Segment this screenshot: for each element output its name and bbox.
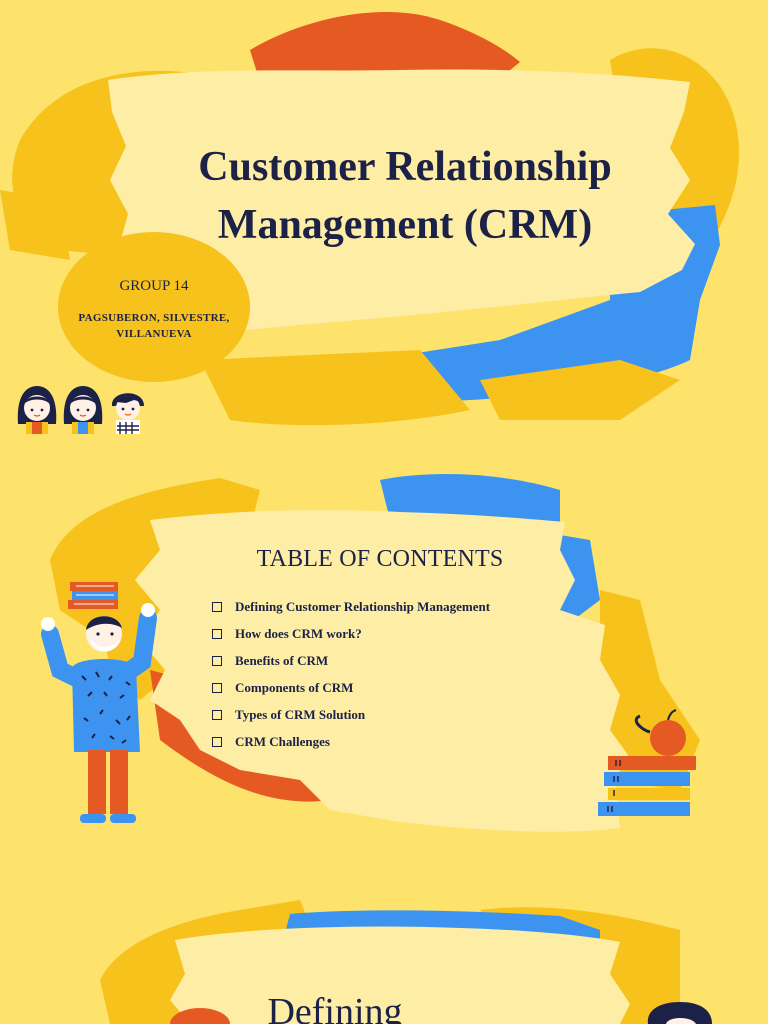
defining-heading: Defining bbox=[267, 991, 403, 1024]
boy-avatar-icon bbox=[111, 393, 144, 434]
toc-item-label: How does CRM work? bbox=[235, 625, 362, 641]
table-of-contents-slide: TABLE OF CONTENTS Defining Customer Rela… bbox=[0, 450, 768, 870]
toc-list: Defining Customer Relationship Managemen… bbox=[210, 593, 490, 755]
toc-item-label: Types of CRM Solution bbox=[235, 706, 366, 722]
boy-with-books-icon bbox=[41, 582, 157, 823]
group-members: PAGSUBERON, SILVESTRE, VILLANUEVA bbox=[64, 310, 244, 342]
toc-item[interactable]: Defining Customer Relationship Managemen… bbox=[210, 593, 490, 620]
toc-item-label: Benefits of CRM bbox=[235, 652, 329, 668]
girl-avatar-icon-2 bbox=[63, 386, 103, 434]
title-line-1: Customer Relationship bbox=[198, 144, 612, 190]
toc-item[interactable]: Components of CRM bbox=[210, 674, 490, 701]
checkbox-icon bbox=[212, 655, 222, 666]
brush-stroke-art bbox=[0, 11, 740, 426]
presentation-title: Customer Relationship Management (CRM) bbox=[130, 138, 680, 254]
checkbox-icon bbox=[212, 628, 222, 639]
checkbox-icon bbox=[212, 601, 222, 612]
girl-avatar-icon bbox=[17, 386, 57, 434]
members-line-1: PAGSUBERON, SILVESTRE, bbox=[78, 312, 230, 324]
members-line-2: VILLANUEVA bbox=[116, 328, 192, 340]
student-avatars-icon bbox=[17, 386, 144, 434]
checkbox-icon bbox=[212, 736, 222, 747]
toc-item[interactable]: CRM Challenges bbox=[210, 728, 490, 755]
toc-item[interactable]: Types of CRM Solution bbox=[210, 701, 490, 728]
toc-heading: TABLE OF CONTENTS bbox=[256, 546, 504, 572]
toc-item[interactable]: Benefits of CRM bbox=[210, 647, 490, 674]
toc-item-label: Defining Customer Relationship Managemen… bbox=[235, 598, 491, 614]
toc-item-label: CRM Challenges bbox=[235, 733, 330, 749]
checkbox-icon bbox=[212, 709, 222, 720]
checkbox-icon bbox=[212, 682, 222, 693]
books-and-apple-icon bbox=[598, 709, 696, 816]
defining-slide: Defining bbox=[0, 870, 768, 1024]
title-slide: Customer Relationship Management (CRM) G… bbox=[0, 0, 768, 450]
toc-item-label: Components of CRM bbox=[235, 679, 354, 695]
title-line-2: Management (CRM) bbox=[217, 202, 593, 248]
group-circle bbox=[58, 232, 250, 382]
group-label: GROUP 14 bbox=[119, 278, 189, 294]
brush-stroke-art-3 bbox=[100, 900, 712, 1024]
toc-item[interactable]: How does CRM work? bbox=[210, 620, 490, 647]
